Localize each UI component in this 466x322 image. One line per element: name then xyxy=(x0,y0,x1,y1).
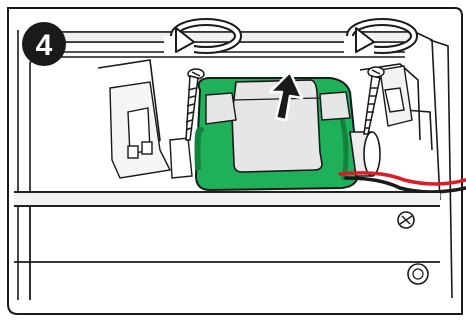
step-number: 4 xyxy=(36,29,53,62)
cover-ledge xyxy=(14,193,440,205)
battery-label xyxy=(232,80,322,172)
cover-screw-hole-bottom xyxy=(408,264,428,284)
battery-connector xyxy=(350,132,380,176)
battery-pack xyxy=(196,78,358,190)
cover-screw-hole-top xyxy=(398,212,414,228)
step-number-badge: 4 xyxy=(22,22,66,66)
